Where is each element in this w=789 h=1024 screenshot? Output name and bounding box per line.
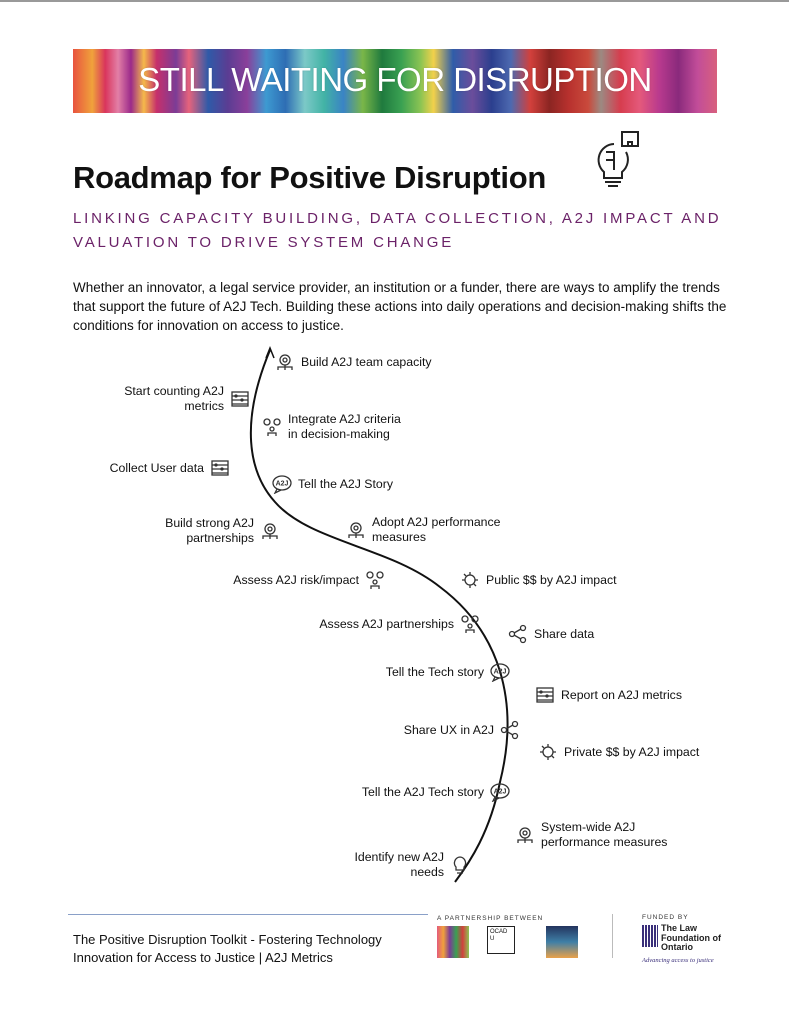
roadmap-step-label: System-wide A2J performance measures bbox=[541, 820, 668, 849]
roadmap-step: Public $$ by A2J impact bbox=[460, 570, 630, 590]
banner-title: STILL WAITING FOR DISRUPTION bbox=[138, 61, 652, 98]
roadmap-step: Report on A2J metrics bbox=[535, 685, 695, 705]
roadmap-step-label: Public $$ by A2J impact bbox=[486, 572, 617, 587]
footer-line-2: Innovation for Access to Justice | A2J M… bbox=[73, 950, 333, 965]
roadmap-step: Share UX in A2J bbox=[360, 720, 520, 740]
partner-logo-ocad: OCAD U bbox=[487, 926, 515, 954]
roadmap-step: Adopt A2J performance measures bbox=[346, 515, 516, 545]
speech-bubble-icon: A2J bbox=[490, 782, 510, 803]
roadmap-step: Build A2J team capacity bbox=[275, 352, 435, 372]
funder-name: The Law Foundation of Ontario bbox=[661, 923, 721, 952]
roadmap-step: A2J Tell the A2J Story bbox=[272, 474, 412, 495]
roadmap-step-label: Tell the A2J Tech story bbox=[361, 784, 484, 799]
share-icon bbox=[508, 624, 528, 644]
people-decision-icon bbox=[365, 570, 385, 590]
gear-money-icon bbox=[538, 742, 558, 762]
roadmap-step: Share data bbox=[508, 624, 628, 644]
roadmap-step-label: Adopt A2J performance measures bbox=[372, 515, 501, 544]
roadmap-step: Collect User data bbox=[90, 458, 230, 478]
speech-bubble-icon: A2J bbox=[490, 662, 510, 683]
abacus-icon bbox=[535, 685, 555, 705]
footer-separator bbox=[612, 914, 613, 958]
people-decision-icon bbox=[460, 614, 480, 634]
share-icon bbox=[500, 720, 520, 740]
gear-team-icon bbox=[275, 352, 295, 372]
footer-text: The Positive Disruption Toolkit - Foster… bbox=[73, 931, 382, 967]
roadmap-step: Tell the Tech story A2J bbox=[330, 662, 510, 683]
roadmap-step-label: Build A2J team capacity bbox=[301, 354, 432, 369]
page-title: Roadmap for Positive Disruption bbox=[73, 160, 546, 195]
people-decision-icon bbox=[262, 417, 282, 437]
subtitle: LINKING CAPACITY BUILDING, DATA COLLECTI… bbox=[73, 210, 722, 251]
roadmap-step-label: Assess A2J partnerships bbox=[319, 616, 454, 631]
law-foundation-logo-mark bbox=[642, 925, 658, 947]
footer-divider bbox=[68, 914, 428, 915]
roadmap-step-label: Identify new A2J needs bbox=[354, 850, 444, 879]
roadmap-step-label: Assess A2J risk/impact bbox=[233, 572, 359, 587]
funder-tagline: Advancing access to justice bbox=[642, 957, 714, 964]
roadmap-step: Integrate A2J criteria in decision-makin… bbox=[262, 412, 412, 442]
funded-by-label: FUNDED BY bbox=[642, 914, 689, 921]
gear-money-icon bbox=[460, 570, 480, 590]
roadmap-step-label: Report on A2J metrics bbox=[561, 687, 682, 702]
roadmap-step: Identify new A2J needs bbox=[330, 850, 470, 880]
roadmap-step-label: Tell the A2J Story bbox=[298, 476, 394, 491]
roadmap-step-label: Build strong A2J partnerships bbox=[165, 516, 254, 545]
roadmap-step-label: Integrate A2J criteria in decision-makin… bbox=[288, 412, 401, 441]
roadmap-step-label: Tell the Tech story bbox=[385, 664, 484, 679]
puzzle-lightbulb-icon bbox=[450, 855, 470, 875]
roadmap-step-label: Share data bbox=[534, 626, 595, 641]
abacus-icon bbox=[230, 389, 250, 409]
partner-logo-sol bbox=[437, 926, 469, 958]
partnership-label: A PARTNERSHIP BETWEEN bbox=[437, 915, 544, 922]
bubble-label: A2J bbox=[276, 481, 289, 488]
roadmap-step: Build strong A2J partnerships bbox=[130, 516, 280, 546]
partner-logo-third bbox=[546, 926, 578, 958]
roadmap-step: Tell the A2J Tech story A2J bbox=[320, 782, 510, 803]
intro-paragraph: Whether an innovator, a legal service pr… bbox=[73, 280, 727, 333]
gear-team-icon bbox=[346, 520, 366, 540]
roadmap-step-label: Private $$ by A2J impact bbox=[564, 744, 700, 759]
footer-line-1: The Positive Disruption Toolkit - Foster… bbox=[73, 932, 382, 947]
roadmap-step-label: Share UX in A2J bbox=[403, 722, 494, 737]
bubble-label: A2J bbox=[494, 789, 507, 796]
roadmap-step: Assess A2J partnerships bbox=[280, 614, 480, 634]
gear-team-icon bbox=[515, 825, 535, 845]
roadmap-step: Start counting A2J metrics bbox=[110, 384, 250, 414]
roadmap-step: Assess A2J risk/impact bbox=[210, 570, 385, 590]
roadmap-step: System-wide A2J performance measures bbox=[515, 820, 695, 850]
bubble-label: A2J bbox=[494, 669, 507, 676]
gear-team-icon bbox=[260, 521, 280, 541]
roadmap-step-label: Collect User data bbox=[109, 460, 204, 475]
abacus-icon bbox=[210, 458, 230, 478]
roadmap-step: Private $$ by A2J impact bbox=[538, 742, 708, 762]
speech-bubble-icon: A2J bbox=[272, 474, 292, 495]
banner: STILL WAITING FOR DISRUPTION bbox=[73, 49, 717, 113]
puzzle-lightbulb-icon bbox=[597, 131, 639, 187]
roadmap-step-label: Start counting A2J metrics bbox=[124, 384, 224, 413]
